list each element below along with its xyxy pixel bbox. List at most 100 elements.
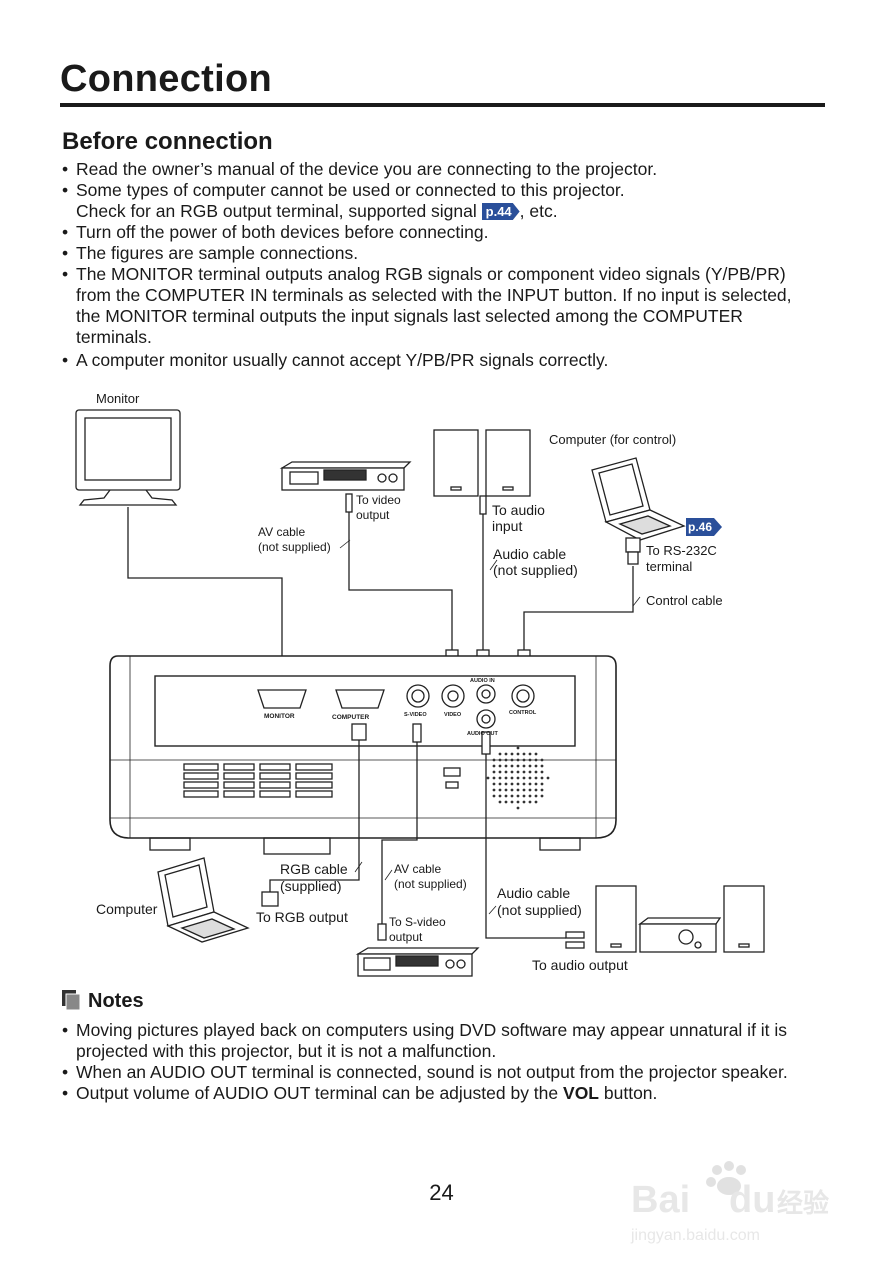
label-to-rs232c: To RS-232C terminal	[646, 543, 717, 574]
notes-heading: Notes	[88, 990, 144, 1012]
grille-hole	[528, 764, 532, 768]
label-rgb-cable: RGB cable (supplied)	[280, 861, 348, 894]
vcr-top-illustration	[279, 461, 412, 491]
baidu-watermark-logo: Bai du 经验 jingyan.baidu.com	[630, 1161, 829, 1244]
page-ref-p46	[686, 518, 722, 536]
port-label-audio-in: AUDIO IN	[470, 678, 495, 684]
svg-text:jingyan.baidu.com: jingyan.baidu.com	[630, 1227, 760, 1244]
grille-hole	[534, 758, 538, 762]
laptop-top-illustration	[591, 457, 686, 541]
label-to-video-output: To video output	[356, 493, 401, 522]
port-label-svideo: S-VIDEO	[404, 712, 427, 718]
label-to-svideo-output: To S-video output	[389, 915, 446, 944]
grille-hole	[510, 776, 514, 780]
page-title: Connection	[60, 58, 272, 100]
label-av-cable-bottom: AV cable (not supplied)	[394, 862, 467, 891]
bullet-text: Check for an RGB output terminal, suppor…	[76, 201, 477, 221]
grille-hole	[522, 794, 526, 798]
grille-hole	[498, 764, 502, 768]
before-connection-list: Read the owner’s manual of the device yo…	[62, 159, 822, 371]
grille-hole	[516, 776, 520, 780]
notes-icon	[62, 990, 80, 1010]
grille-hole	[540, 788, 544, 792]
grille-hole	[516, 806, 520, 810]
bullet-text: The figures are sample connections.	[76, 243, 359, 263]
grille-hole	[522, 776, 526, 780]
grille-hole	[498, 776, 502, 780]
grille-hole	[504, 770, 508, 774]
grille-hole	[546, 776, 550, 780]
grille-hole	[540, 782, 544, 786]
grille-hole	[486, 776, 490, 780]
list-item: Read the owner’s manual of the device yo…	[62, 159, 822, 180]
grille-hole	[528, 752, 532, 756]
port-label-audio-out: AUDIO OUT	[467, 731, 498, 737]
grille-hole	[510, 788, 514, 792]
notes-list: Moving pictures played back on computers…	[62, 1020, 832, 1104]
grille-hole	[498, 752, 502, 756]
grille-hole	[492, 770, 496, 774]
grille-hole	[504, 776, 508, 780]
grille-hole	[492, 794, 496, 798]
label-audio-cable-bottom: Audio cable (not supplied)	[497, 885, 582, 918]
grille-hole	[528, 776, 532, 780]
grille-hole	[504, 758, 508, 762]
label-av-cable-top: AV cable (not supplied)	[258, 525, 331, 554]
grille-hole	[522, 782, 526, 786]
grille-hole	[534, 764, 538, 768]
svg-text:经验: 经验	[777, 1188, 829, 1219]
bullet-text: Some types of computer cannot be used or…	[76, 180, 625, 200]
bullet-text: , etc.	[519, 201, 558, 221]
label-computer-control: Computer (for control)	[549, 432, 677, 447]
page-ref-badge: p.44	[481, 203, 520, 220]
grille-hole	[498, 770, 502, 774]
grille-hole	[522, 770, 526, 774]
grille-hole	[516, 800, 520, 804]
grille-hole	[510, 764, 514, 768]
grille-hole	[498, 782, 502, 786]
svg-text:du: du	[729, 1179, 775, 1221]
grille-hole	[534, 752, 538, 756]
speakers-top-illustration	[433, 429, 531, 497]
grille-hole	[540, 764, 544, 768]
grille-hole	[516, 788, 520, 792]
laptop-bottom-illustration	[157, 857, 250, 943]
grille-hole	[516, 764, 520, 768]
port-label-control: CONTROL	[509, 710, 537, 716]
list-item: When an AUDIO OUT terminal is connected,…	[62, 1062, 832, 1083]
label-to-audio-output: To audio output	[532, 957, 628, 973]
grille-hole	[510, 752, 514, 756]
grille-hole	[528, 758, 532, 762]
label-control-cable: Control cable	[646, 593, 723, 608]
grille-hole	[534, 800, 538, 804]
speaker-grille	[486, 746, 550, 810]
label-monitor: Monitor	[96, 391, 140, 406]
grille-hole	[492, 788, 496, 792]
bullet-text: Turn off the power of both devices befor…	[76, 222, 489, 242]
grille-hole	[534, 788, 538, 792]
grille-hole	[498, 800, 502, 804]
port-label-monitor: MONITOR	[264, 713, 295, 720]
list-item: The figures are sample connections.	[62, 243, 822, 264]
grille-hole	[516, 794, 520, 798]
note-bold-text: VOL	[563, 1083, 599, 1103]
grille-hole	[510, 800, 514, 804]
grille-hole	[498, 788, 502, 792]
title-rule	[60, 103, 825, 107]
audio-system-illustration	[595, 885, 765, 953]
label-audio-cable-top: Audio cable (not supplied)	[493, 546, 578, 578]
grille-hole	[504, 794, 508, 798]
grille-hole	[516, 758, 520, 762]
port-label-video: VIDEO	[444, 712, 462, 718]
grille-hole	[522, 752, 526, 756]
grille-hole	[504, 764, 508, 768]
label-computer: Computer	[96, 901, 158, 917]
list-item: The MONITOR terminal outputs analog RGB …	[62, 264, 822, 348]
grille-hole	[522, 758, 526, 762]
grille-hole	[522, 788, 526, 792]
grille-hole	[528, 770, 532, 774]
grille-hole	[540, 770, 544, 774]
grille-hole	[510, 794, 514, 798]
grille-hole	[534, 770, 538, 774]
